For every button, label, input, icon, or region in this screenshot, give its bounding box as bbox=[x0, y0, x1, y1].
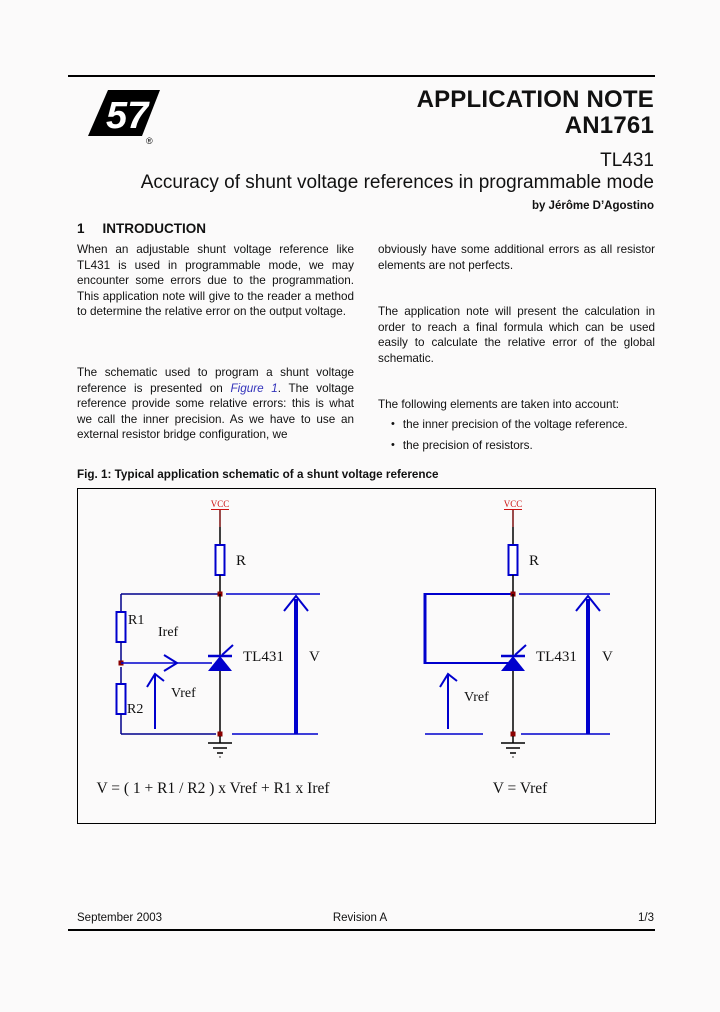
tl431-symbol bbox=[501, 656, 525, 671]
resistor-r2-label: R2 bbox=[127, 702, 143, 717]
v-arrowhead-icon bbox=[283, 594, 309, 612]
footer-rule bbox=[68, 929, 655, 931]
footer-revision: Revision A bbox=[332, 912, 388, 924]
resistor-r2 bbox=[115, 683, 127, 715]
section-title: INTRODUCTION bbox=[102, 221, 207, 236]
right-col-para3: The following elements are taken into ac… bbox=[378, 398, 620, 411]
resistor-r1-label: R1 bbox=[128, 613, 144, 628]
header-rule bbox=[68, 75, 655, 77]
bullet-icon: • bbox=[391, 438, 395, 451]
left-circuit: VCC R R1 Iref R2 bbox=[96, 499, 330, 797]
right-formula: V = Vref bbox=[493, 780, 548, 797]
node-dot bbox=[510, 731, 516, 737]
registered-mark: ® bbox=[146, 136, 153, 146]
list-item: • the inner precision of the voltage ref… bbox=[378, 417, 655, 433]
iref-arrow-icon bbox=[163, 654, 179, 672]
st-logo-graphic: 57 ® bbox=[88, 90, 160, 146]
part-number: TL431 bbox=[600, 150, 654, 171]
resistor-r-label: R bbox=[236, 553, 246, 569]
resistor-r bbox=[214, 544, 226, 576]
iref-label: Iref bbox=[158, 625, 179, 640]
vcc-label: VCC bbox=[211, 499, 230, 509]
resistor-r-label: R bbox=[529, 553, 539, 569]
right-col-para1: obviously have some additional errors as… bbox=[378, 243, 655, 272]
section-heading: 1 INTRODUCTION bbox=[77, 221, 206, 236]
doc-number: AN1761 bbox=[564, 112, 654, 139]
v-label: V bbox=[309, 649, 320, 665]
doc-type: APPLICATION NOTE bbox=[416, 86, 654, 113]
page-title: Accuracy of shunt voltage references in … bbox=[140, 172, 654, 193]
schematic-figure: VCC R R1 Iref R2 bbox=[96, 499, 613, 797]
para2-text-after: . The voltage reference provide some rel… bbox=[77, 381, 354, 442]
vref-label: Vref bbox=[464, 690, 489, 705]
v-label: V bbox=[602, 649, 613, 665]
left-formula: V = ( 1 + R1 / R2 ) x Vref + R1 x Iref bbox=[96, 780, 330, 797]
bullet-text: the precision of resistors. bbox=[402, 438, 533, 452]
tl431-label: TL431 bbox=[243, 649, 284, 665]
bullet-icon: • bbox=[391, 418, 395, 430]
figure-caption: Fig. 1: Typical application schematic of… bbox=[77, 468, 439, 481]
st-logo: 57 ® bbox=[84, 86, 166, 153]
vref-arrowhead-icon bbox=[146, 672, 165, 688]
resistor-r1 bbox=[115, 611, 127, 643]
byline: by Jérôme D’Agostino bbox=[531, 200, 654, 212]
resistor-r bbox=[507, 544, 519, 576]
section-number: 1 bbox=[77, 221, 85, 236]
vcc-label: VCC bbox=[504, 499, 523, 509]
bullet-text: the inner precision of the voltage refer… bbox=[402, 418, 628, 431]
left-col-para1: When an adjustable shunt voltage referen… bbox=[77, 243, 354, 319]
footer-page-number: 1/3 bbox=[638, 912, 654, 924]
v-arrowhead-icon bbox=[575, 594, 601, 612]
vref-label: Vref bbox=[171, 686, 196, 701]
right-circuit: VCC R Vref TL431 bbox=[423, 499, 613, 797]
st-logo-text: 57 bbox=[106, 95, 150, 137]
node-dot bbox=[217, 731, 223, 737]
footer-date: September 2003 bbox=[77, 912, 163, 924]
list-item: • the precision of resistors. bbox=[378, 438, 655, 454]
figure-1-link[interactable]: Figure 1 bbox=[230, 381, 278, 395]
left-col-para2: The schematic used to program a shunt vo… bbox=[77, 365, 354, 443]
para2-text-before: The schematic used to program a shunt vo… bbox=[77, 366, 354, 395]
right-col-para2: The application note will present the ca… bbox=[378, 305, 655, 365]
figure-box: VCC R R1 Iref R2 bbox=[77, 488, 656, 824]
ground-icon bbox=[501, 736, 525, 758]
ground-icon bbox=[208, 736, 232, 758]
tl431-symbol bbox=[208, 656, 232, 671]
tl431-label: TL431 bbox=[536, 649, 577, 665]
vref-arrowhead-icon bbox=[439, 672, 458, 688]
bullet-list: • the inner precision of the voltage ref… bbox=[378, 412, 655, 453]
